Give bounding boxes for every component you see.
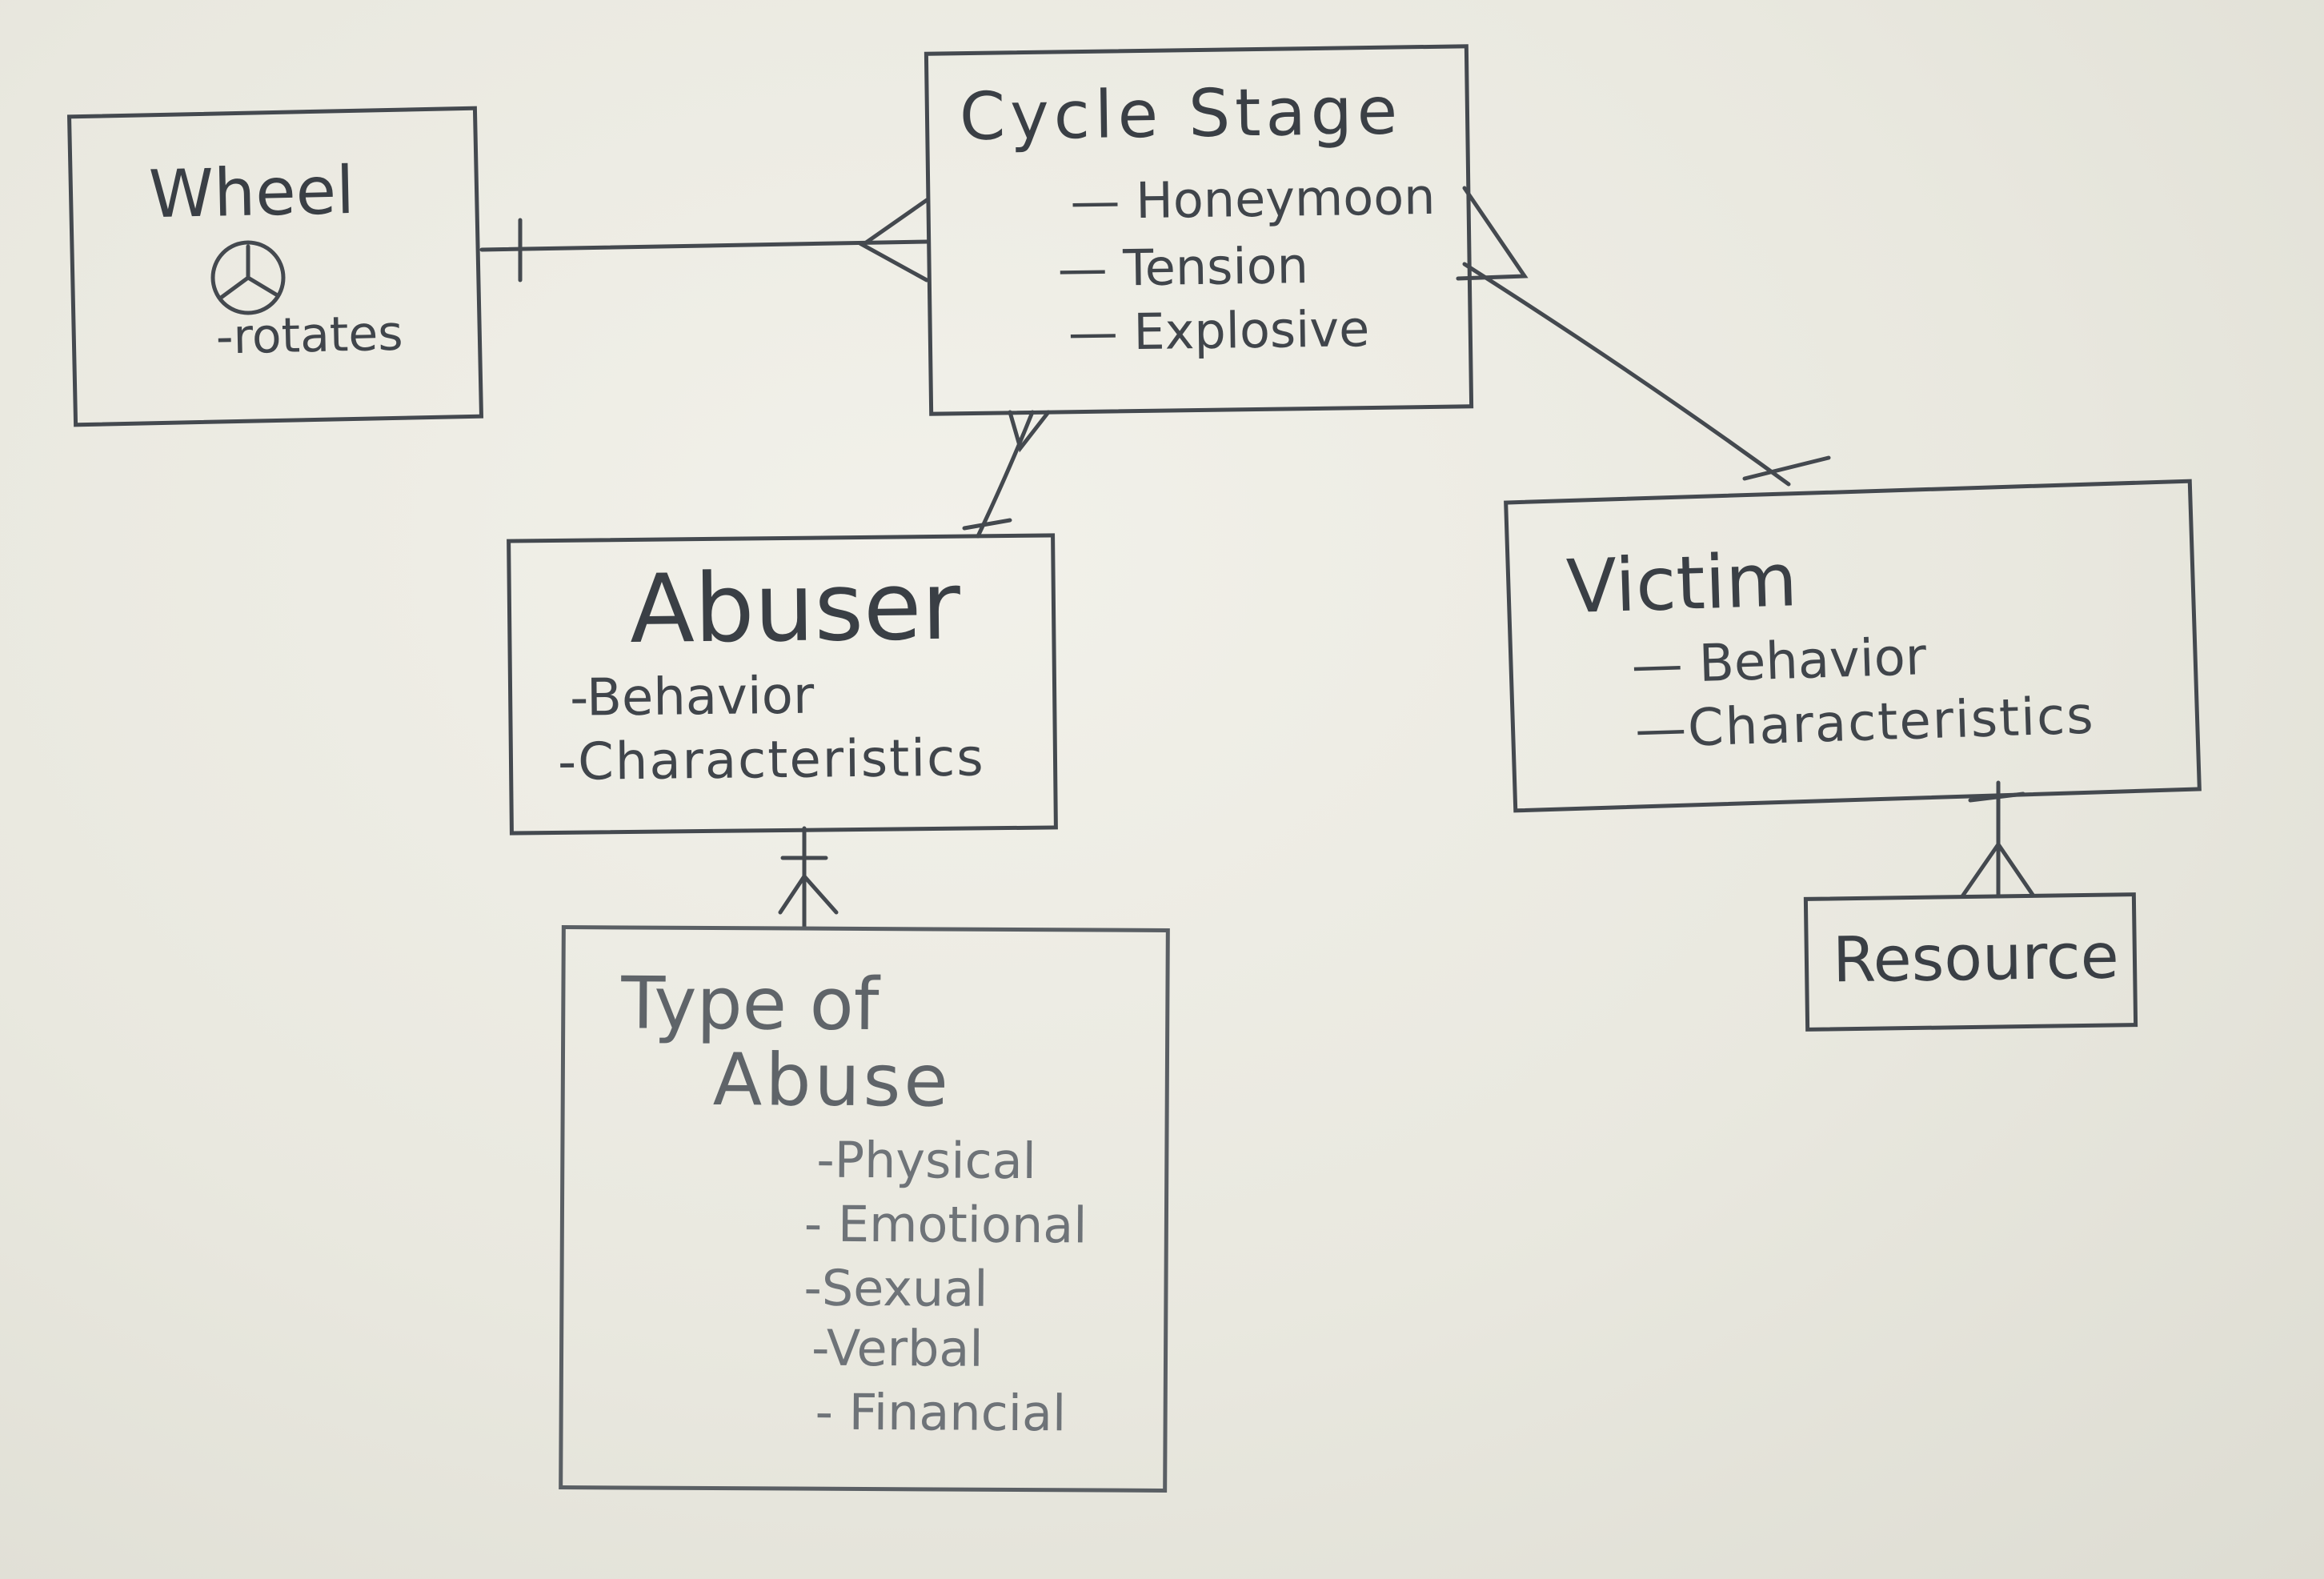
entity-type-of-abuse[interactable]: Type of Abuse -Physical - Emotional -Sex… xyxy=(559,925,1170,1493)
attribute: — Honeymoon xyxy=(1069,166,1436,231)
attribute: — Explosive xyxy=(1068,299,1370,363)
resource-crowsfoot xyxy=(1960,840,2035,899)
connector-cycle-stage-abuser xyxy=(976,410,1035,539)
entity-title: Abuser xyxy=(629,550,961,664)
attribute: — Behavior xyxy=(1630,627,1928,696)
entity-wheel[interactable]: Wheel -rotates xyxy=(66,106,484,427)
entity-title: Abuse xyxy=(712,1038,952,1124)
entity-title: Wheel xyxy=(148,152,355,234)
attribute: -Behavior xyxy=(569,666,815,728)
entity-title: Type of xyxy=(621,961,880,1048)
victim-one-tick-2 xyxy=(1968,792,2025,803)
cycle-stage-crowsfoot-bottom xyxy=(1008,410,1051,453)
connector-cycle-stage-victim xyxy=(1462,262,1791,487)
attribute: —Characteristics xyxy=(1634,686,2096,760)
entity-abuser[interactable]: Abuser -Behavior -Characteristics xyxy=(507,533,1058,836)
entity-title: Resource xyxy=(1832,920,2120,997)
connector-wheel-cycle-stage xyxy=(479,239,929,252)
cycle-stage-crowsfoot-right xyxy=(1456,186,1529,281)
entity-cycle-stage[interactable]: Cycle Stage — Honeymoon — Tension — Expl… xyxy=(924,44,1474,416)
attribute: — Tension xyxy=(1057,236,1309,299)
attribute: -Physical xyxy=(816,1130,1037,1191)
attribute: -Characteristics xyxy=(557,728,985,792)
attribute: - Financial xyxy=(815,1382,1067,1443)
type-of-abuse-crowsfoot xyxy=(778,872,839,915)
attribute: -Verbal xyxy=(811,1318,984,1378)
entity-resource[interactable]: Resource xyxy=(1803,892,2138,1032)
cycle-stage-crowsfoot-left xyxy=(859,198,929,283)
steering-wheel-icon xyxy=(210,240,286,315)
entity-title: Cycle Stage xyxy=(959,73,1403,156)
attribute: - Emotional xyxy=(803,1194,1088,1255)
attribute: -Sexual xyxy=(803,1258,988,1318)
abuser-one-tick xyxy=(962,518,1012,531)
entity-victim[interactable]: Victim — Behavior —Characteristics xyxy=(1504,479,2202,813)
attribute: -rotates xyxy=(215,305,404,366)
entity-title: Victim xyxy=(1565,537,1799,631)
victim-one-tick xyxy=(1742,455,1831,481)
